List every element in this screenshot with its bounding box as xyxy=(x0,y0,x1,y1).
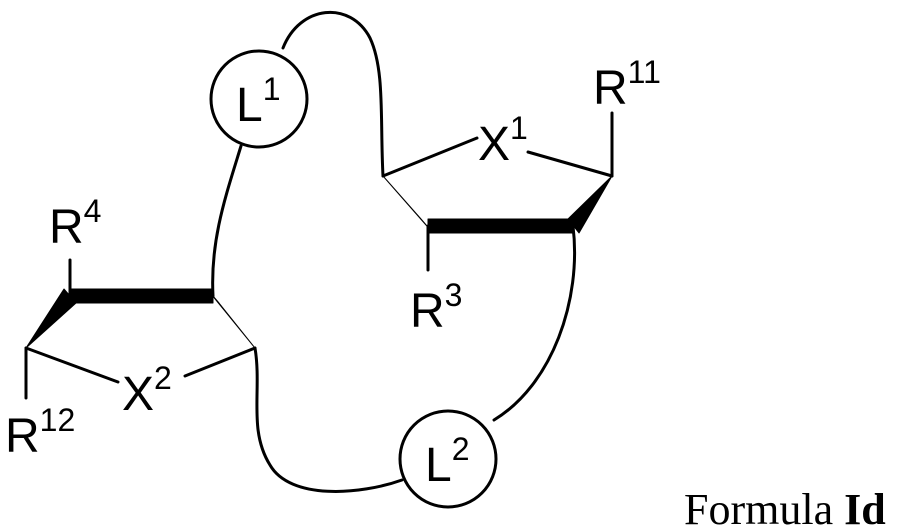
ring-1-bold-bond xyxy=(428,219,573,233)
ring-1-wedge-left xyxy=(383,176,433,233)
label-l2: L2 xyxy=(425,431,470,492)
linker-l1-to-ring-2 xyxy=(213,146,241,296)
ring-2-bond-x2-left xyxy=(26,348,118,382)
ring-2-wedge-left xyxy=(26,289,76,348)
ring-1-bond-x1-left xyxy=(383,138,477,176)
label-x1: X1 xyxy=(478,110,528,171)
ring-2-bond-x2-right xyxy=(185,348,255,376)
linker-l1-loop xyxy=(283,12,383,176)
label-x2: X2 xyxy=(122,360,172,421)
label-l1: L1 xyxy=(236,71,281,132)
ring-2-bold-bond xyxy=(70,289,213,303)
ring-1-wedge-right xyxy=(568,176,612,233)
label-r3: R3 xyxy=(410,277,462,338)
label-r12: R12 xyxy=(5,402,75,463)
linker-l2-loop xyxy=(255,348,402,491)
formula-caption: Formula Id xyxy=(684,485,886,531)
label-r11: R11 xyxy=(593,54,661,115)
ring-1-bond-x1-right xyxy=(528,152,612,176)
label-r4: R4 xyxy=(49,193,101,254)
ring-2-wedge-right xyxy=(207,289,255,348)
linker-l2-to-ring-1 xyxy=(494,226,575,420)
